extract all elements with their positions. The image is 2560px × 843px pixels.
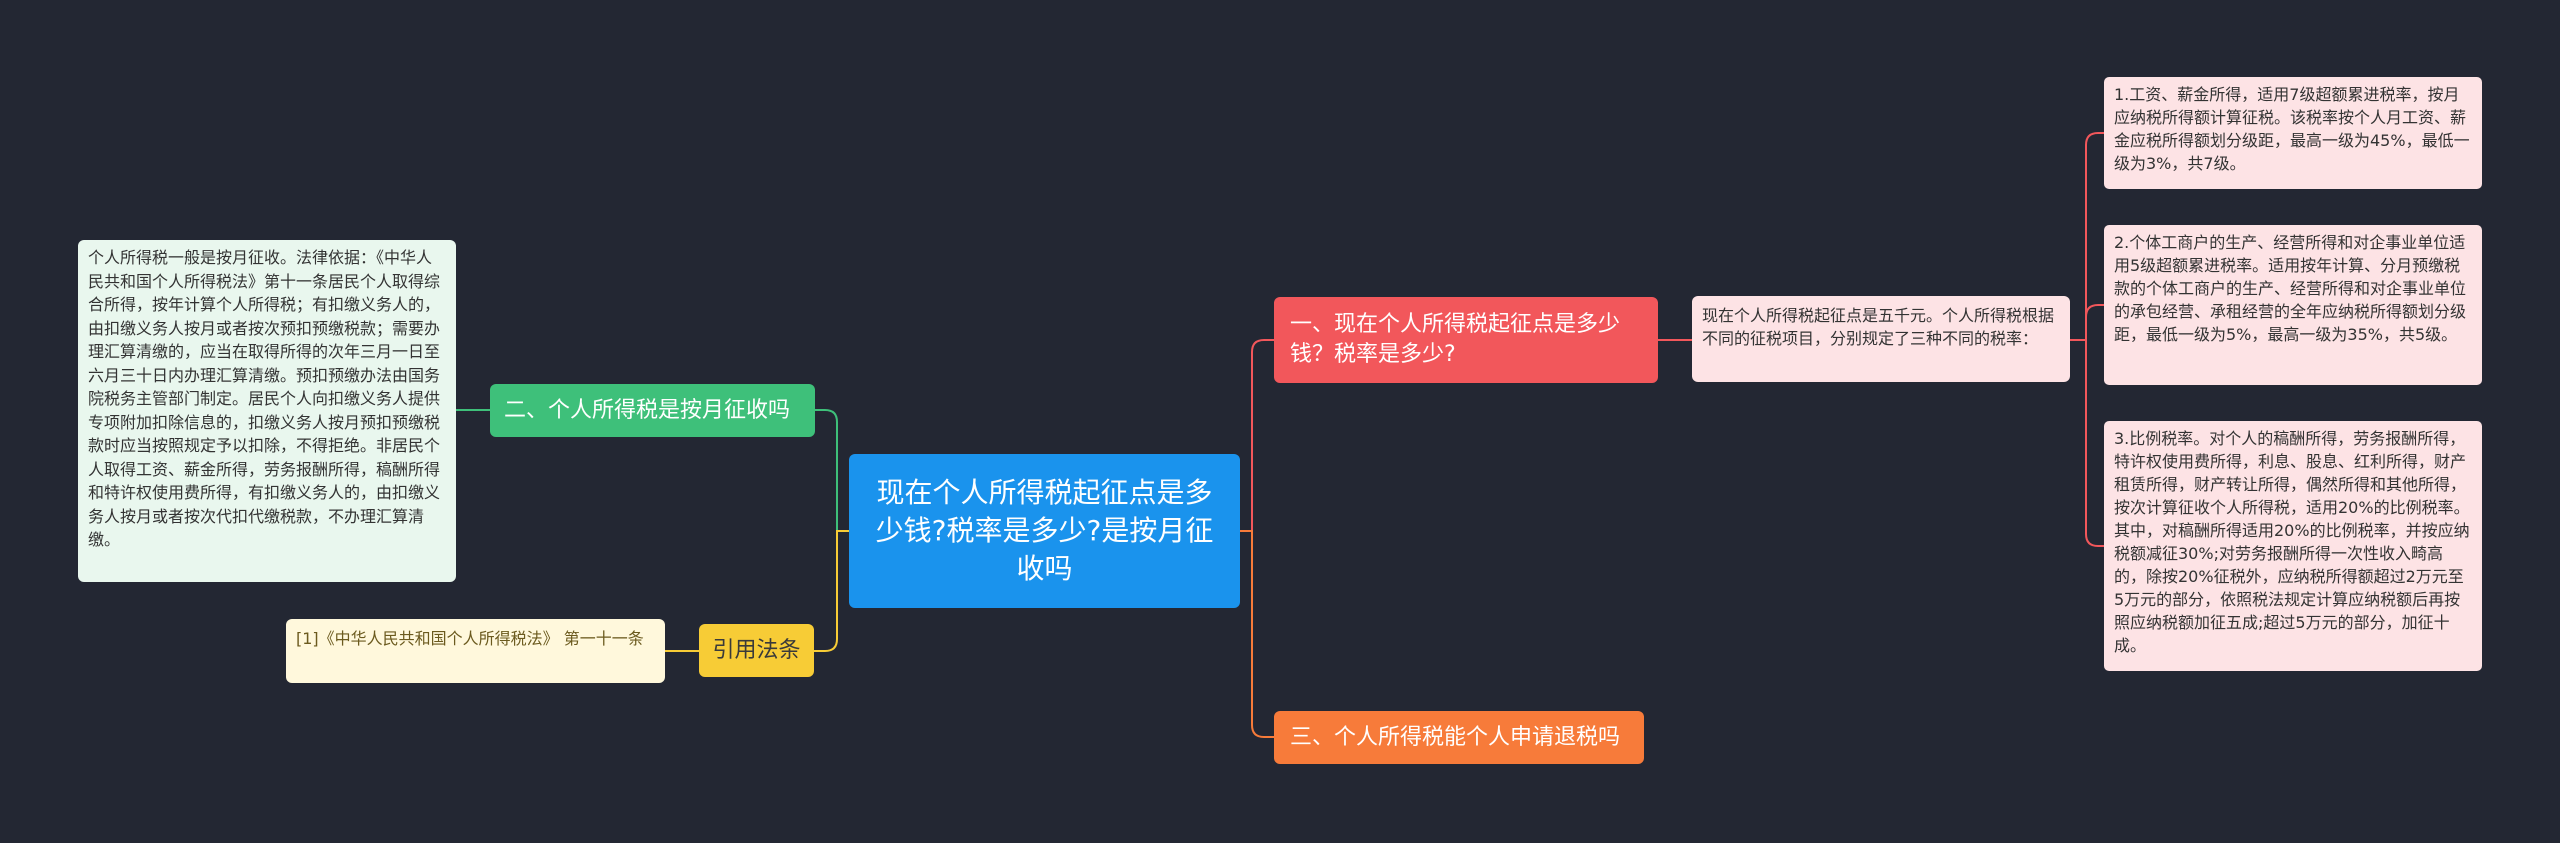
- tax-rate-item-3[interactable]: 3.比例税率。对个人的稿酬所得，劳务报酬所得，特许权使用费所得，利息、股息、红利…: [2104, 421, 2482, 671]
- branch-2-detail[interactable]: 个人所得税一般是按月征收。法律依据：《中华人民共和国个人所得税法》第十一条居民个…: [78, 240, 456, 582]
- branch-4-topic[interactable]: 引用法条: [699, 624, 814, 677]
- tax-rate-item-1[interactable]: 1.工资、薪金所得，适用7级超额累进税率，按月应纳税所得额计算征税。该税率按个人…: [2104, 77, 2482, 189]
- connector-detail-leaf-3: [2070, 339, 2104, 547]
- branch-1-detail-text: 现在个人所得税起征点是五千元。个人所得税根据不同的征税项目，分别规定了三种不同的…: [1702, 306, 2055, 348]
- tax-rate-item-2-text: 2.个体工商户的生产、经营所得和对企事业单位适用5级超额累进税率。适用按年计算、…: [2114, 233, 2467, 344]
- branch-1-detail[interactable]: 现在个人所得税起征点是五千元。个人所得税根据不同的征税项目，分别规定了三种不同的…: [1692, 296, 2070, 382]
- branch-3-topic[interactable]: 三、个人所得税能个人申请退税吗: [1274, 711, 1644, 764]
- tax-rate-item-2[interactable]: 2.个体工商户的生产、经营所得和对企事业单位适用5级超额累进税率。适用按年计算、…: [2104, 225, 2482, 385]
- law-reference-text: [1]《中华人民共和国个人所得税法》 第一十一条: [296, 629, 644, 648]
- tax-rate-item-3-text: 3.比例税率。对个人的稿酬所得，劳务报酬所得，特许权使用费所得，利息、股息、红利…: [2114, 429, 2470, 655]
- branch-1-label: 一、现在个人所得税起征点是多少钱？税率是多少?: [1290, 312, 1621, 367]
- connector-center-b1: [1240, 339, 1274, 532]
- branch-2-detail-text: 个人所得税一般是按月征收。法律依据：《中华人民共和国个人所得税法》第十一条居民个…: [88, 248, 441, 549]
- branch-2-label: 二、个人所得税是按月征收吗: [504, 397, 791, 423]
- connector-detail-leaf-2: [2070, 304, 2104, 341]
- connector-center-b3: [1240, 530, 1274, 738]
- tax-rate-item-1-text: 1.工资、薪金所得，适用7级超额累进税率，按月应纳税所得额计算征税。该税率按个人…: [2114, 85, 2470, 173]
- connector-center-b2: [815, 409, 849, 532]
- connector-center-b4: [814, 530, 849, 652]
- branch-1-topic[interactable]: 一、现在个人所得税起征点是多少钱？税率是多少?: [1274, 297, 1658, 383]
- connector-detail-leaf-1: [2070, 132, 2104, 341]
- central-topic[interactable]: 现在个人所得税起征点是多少钱?税率是多少?是按月征收吗: [849, 454, 1240, 608]
- law-reference[interactable]: [1]《中华人民共和国个人所得税法》 第一十一条: [286, 619, 665, 683]
- central-topic-label: 现在个人所得税起征点是多少钱?税率是多少?是按月征收吗: [875, 476, 1214, 585]
- branch-2-topic[interactable]: 二、个人所得税是按月征收吗: [490, 384, 815, 437]
- branch-3-label: 三、个人所得税能个人申请退税吗: [1290, 724, 1621, 750]
- branch-4-label: 引用法条: [712, 637, 801, 663]
